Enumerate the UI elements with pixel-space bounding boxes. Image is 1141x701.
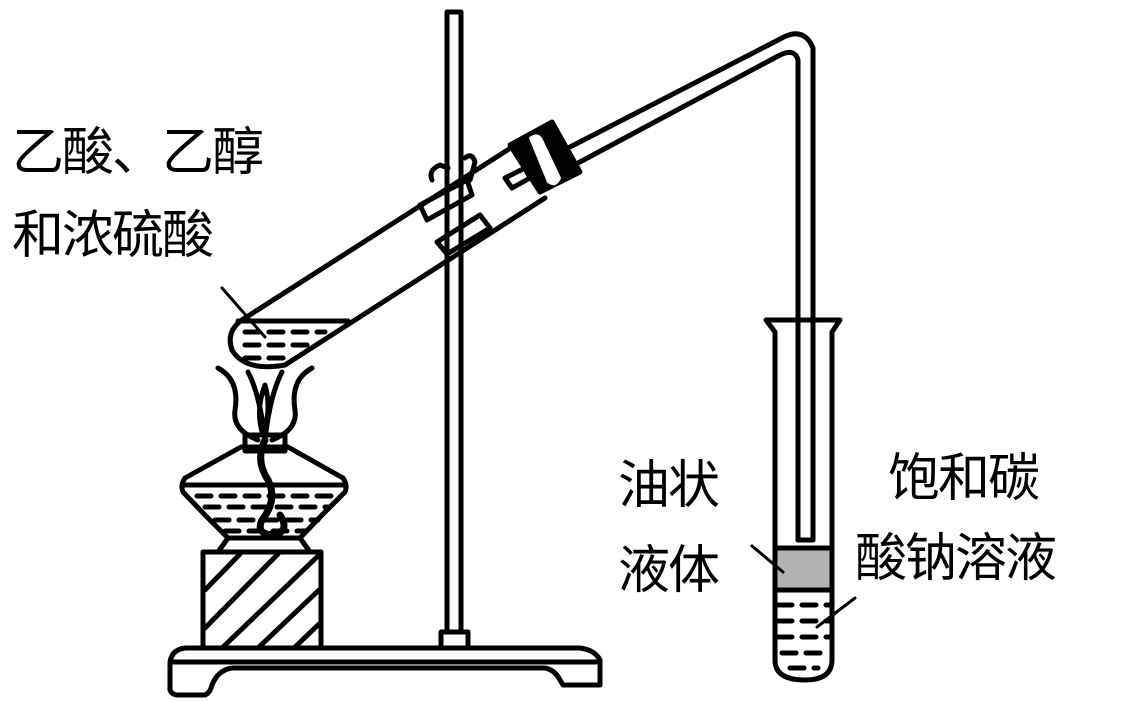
reaction-test-tube — [227, 139, 548, 370]
flame — [215, 365, 315, 443]
wooden-block — [200, 549, 324, 651]
label-solution-line2: 酸钠溶液 — [855, 529, 1057, 589]
rubber-stopper — [507, 119, 583, 195]
label-reactants-line1: 乙酸、乙醇 — [12, 123, 264, 183]
label-reactants-line2: 和浓硫酸 — [12, 206, 214, 266]
receiving-test-tube — [763, 317, 843, 683]
label-oily-line1: 油状 — [618, 456, 720, 516]
stand-rod — [438, 9, 471, 651]
delivery-tube — [565, 31, 816, 543]
alcohol-lamp — [179, 432, 349, 555]
leader-lines — [220, 286, 857, 629]
label-solution-line1: 饱和碳 — [888, 449, 1040, 509]
iron-stand-base — [167, 645, 603, 698]
label-oily-line2: 液体 — [618, 541, 720, 601]
clamp — [417, 153, 533, 257]
